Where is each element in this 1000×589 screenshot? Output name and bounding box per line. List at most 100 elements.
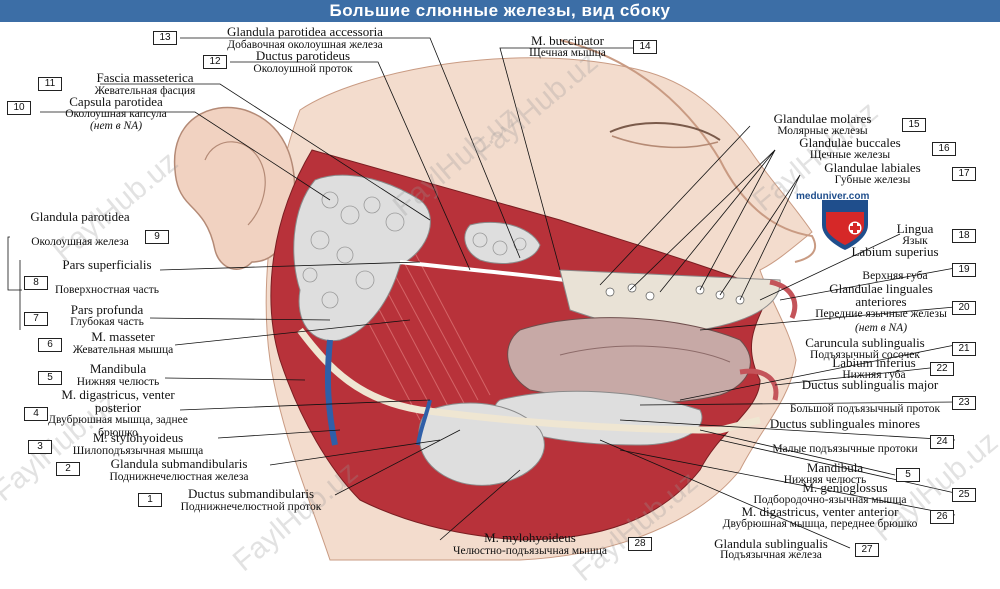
label-16-russian: Щечные железы [809, 149, 891, 161]
label-13-russian: Добавочная околоушная железа [227, 39, 383, 51]
label-9-latin: Glandula parotidea [30, 209, 130, 224]
tongue [507, 317, 751, 404]
label-23-latin: Ductus sublingualis major [801, 377, 939, 392]
parotid-duct [399, 260, 581, 284]
label-27-latin: Glandula sublingualis [714, 536, 828, 551]
label-1-number: 1 [138, 493, 162, 507]
label-19-latin: Labium superius [851, 244, 939, 259]
label-15-latin: Glandulae molares [773, 111, 872, 126]
label-28-russian: Челюстно-подъязычная мышца [452, 545, 608, 557]
label-26-russian: Двубрюшная мышца, переднее брюшко [722, 518, 918, 530]
label-21-number: 21 [952, 342, 976, 356]
label-22-number: 22 [930, 362, 954, 376]
label-28-number: 28 [628, 537, 652, 551]
label-8-number: 8 [24, 276, 48, 290]
label-7-russian: Глубокая часть [70, 316, 144, 328]
label-8-latin: Pars superficialis [62, 257, 152, 272]
label-8-russian: Поверхностная часть [54, 284, 160, 296]
label-5b-latin: Mandibula [806, 460, 864, 475]
label-16-number: 16 [932, 142, 956, 156]
label-20-russian: Передние язычные железы [815, 308, 947, 320]
label-14-latin: M. buccinator [531, 33, 604, 48]
lower-lip [739, 368, 779, 401]
title-bar [0, 0, 1000, 22]
label-28-latin: M. mylohyoideus [484, 530, 576, 545]
label-16-latin: Glandulae buccales [799, 135, 901, 150]
label-14-number: 14 [633, 40, 657, 54]
label-17-russian: Губные железы [834, 174, 911, 186]
label-5b-number: 5 [896, 468, 920, 482]
label-17-number: 17 [952, 167, 976, 181]
label-6-number: 6 [38, 338, 62, 352]
label-5-number: 5 [38, 371, 62, 385]
vein [324, 339, 338, 446]
label-18-russian: Язык [902, 235, 928, 247]
accessory-parotid [464, 221, 541, 264]
label-5b-russian: Нижняя челюсть [783, 474, 867, 486]
label-20-number: 20 [952, 301, 976, 315]
label-22-latin: Labium inferius [832, 355, 916, 370]
label-19-russian: Верхняя губа [862, 270, 928, 282]
label-12-latin: Ductus parotideus [255, 48, 351, 63]
label-3-russian: Шилоподъязычная мышца [72, 445, 204, 457]
parotid-gland [293, 174, 431, 342]
label-24-number: 24 [930, 435, 954, 449]
label-9-russian: Околоушная железа [31, 236, 129, 248]
label-6-latin: M. masseter [91, 329, 155, 344]
label-4-russian: Двубрюшная мышца, заднее брюшко [48, 414, 188, 439]
upper-lip [769, 279, 798, 320]
label-18-number: 18 [952, 229, 976, 243]
label-13-latin: Glandula parotidea accessoria [227, 24, 383, 39]
label-26-number: 26 [930, 510, 954, 524]
page-title: Большие слюнные железы, вид сбоку [329, 1, 671, 20]
label-19-number: 19 [952, 263, 976, 277]
label-22-russian: Нижняя губа [842, 369, 906, 381]
ear [173, 106, 296, 270]
label-21-latin: Caruncula sublingualis [805, 335, 925, 350]
label-9-number: 9 [145, 230, 169, 244]
label-14-russian: Щечная мышца [529, 47, 606, 59]
eye [609, 122, 721, 141]
label-24-russian: Малые подъязычные протоки [772, 443, 918, 455]
meduniver-logo [822, 200, 868, 250]
label-4-latin: M. digastricus, venter posterior [61, 387, 175, 415]
label-2-russian: Поднижнечелюстная железа [109, 471, 249, 483]
label-12-number: 12 [203, 55, 227, 69]
label-27-russian: Подъязычная железа [720, 549, 822, 561]
label-23-russian: Большой подъязычный проток [789, 403, 941, 415]
label-1-russian: Поднижнечелюстной проток [180, 501, 322, 513]
label-3-number: 3 [28, 440, 52, 454]
label-27-number: 27 [855, 543, 879, 557]
label-10-russian: Околоушная капсула [65, 108, 167, 120]
label-4-number: 4 [24, 407, 48, 421]
label-7-number: 7 [24, 312, 48, 326]
label-11-number: 11 [38, 77, 62, 91]
label-3-latin: M. stylohyoideus [92, 430, 184, 445]
label-24-latin: Ductus sublinguales minores [769, 416, 921, 431]
label-5-russian: Нижняя челюсть [76, 376, 160, 388]
label-25-russian: Подбородочно-язычная мышца [753, 494, 907, 506]
label-11-latin: Fascia masseterica [96, 70, 194, 85]
label-10-latin: Capsula parotidea [69, 94, 163, 109]
leader-lines [7, 37, 956, 549]
label-23-number: 23 [952, 396, 976, 410]
label-2-number: 2 [56, 462, 80, 476]
gland-lobules [302, 191, 527, 309]
label-12-russian: Околоушной проток [253, 63, 353, 75]
label-20-note: (нет в NA) [854, 322, 908, 334]
label-1-latin: Ductus submandibularis [187, 486, 314, 501]
label-25-number: 25 [952, 488, 976, 502]
label-20-latin: Glandulae linguales anteriores [829, 281, 933, 309]
label-10-note: (нет в NA) [89, 120, 143, 132]
label-2-latin: Glandula submandibularis [110, 456, 248, 471]
label-17-latin: Glandulae labiales [824, 160, 921, 175]
mandible [297, 327, 761, 434]
site-watermark: meduniver.com [796, 191, 870, 202]
label-10-number: 10 [7, 101, 31, 115]
label-5-latin: Mandibula [89, 361, 147, 376]
label-21-russian: Подъязычный сосочек [810, 349, 920, 361]
label-25-latin: M. genioglossus [802, 480, 888, 495]
label-15-number: 15 [902, 118, 926, 132]
label-15-russian: Молярные железы [777, 125, 868, 137]
label-13-number: 13 [153, 31, 177, 45]
